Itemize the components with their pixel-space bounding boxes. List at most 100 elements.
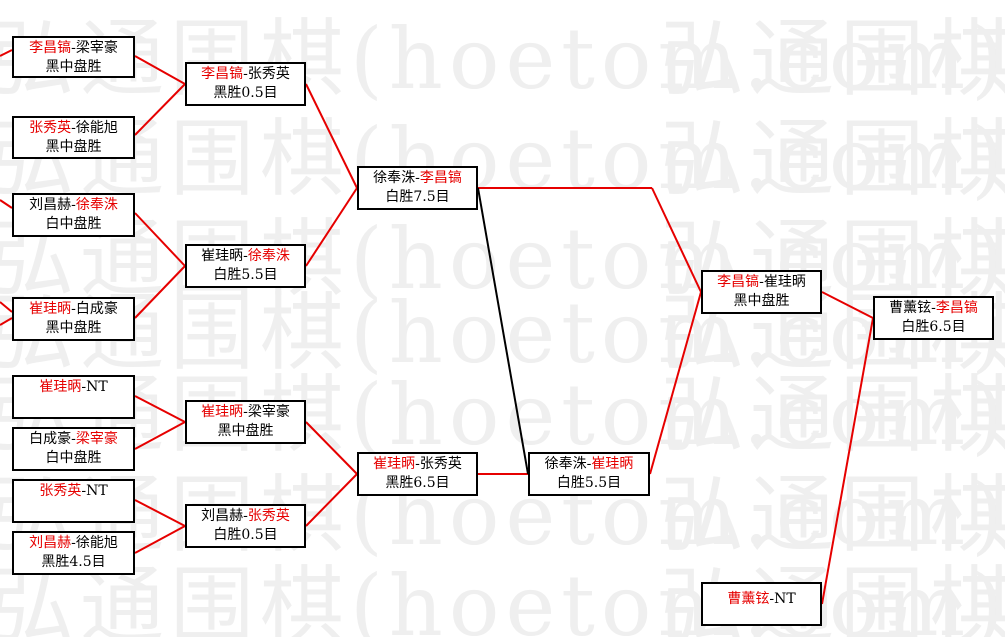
- match-box: 徐奉洙-李昌镐 白胜7.5目: [357, 166, 478, 210]
- player-winner: 李昌镐: [717, 274, 760, 290]
- match-box: 刘昌赫-徐奉洙 白中盘胜: [12, 193, 135, 237]
- match-result: 黑中盘胜: [45, 139, 102, 155]
- match-box: 曹薰铉-李昌镐 白胜6.5目: [873, 296, 994, 340]
- connector-line: [821, 317, 874, 605]
- match-result: 白胜5.5目: [213, 267, 278, 283]
- separator: -: [71, 40, 76, 56]
- match-box: 崔珪昞-张秀英 黑胜6.5目: [357, 452, 478, 496]
- player-winner: 张秀英: [29, 120, 72, 136]
- player-winner: 崔珪昞: [39, 379, 82, 395]
- connector-line: [134, 55, 186, 85]
- match-result: 黑胜4.5目: [41, 554, 106, 570]
- player-winner: 李昌镐: [29, 40, 72, 56]
- separator: -: [243, 248, 248, 264]
- match-box: 李昌镐-张秀英 黑胜0.5目: [185, 62, 306, 106]
- match-box: 崔珪昞-NT: [12, 375, 135, 419]
- match-result: 白胜7.5目: [385, 189, 450, 205]
- connector-line: [134, 83, 186, 136]
- connector-line: [821, 291, 874, 319]
- match-box: 刘昌赫-张秀英 白胜0.5目: [185, 504, 306, 548]
- player: 崔珪昞: [763, 274, 806, 290]
- player: 张秀英: [419, 456, 462, 472]
- separator: -: [243, 508, 248, 524]
- match-box: 白成豪-梁宰豪 白中盘胜: [12, 427, 135, 471]
- player-winner: 张秀英: [247, 508, 290, 524]
- match-result: 黑中盘胜: [45, 59, 102, 75]
- connector-line: [134, 212, 186, 267]
- match-box: 张秀英-徐能旭 黑中盘胜: [12, 116, 135, 159]
- player-winner: 徐奉洙: [75, 197, 118, 213]
- connector-line: [649, 291, 702, 475]
- connector-line: [0, 317, 13, 326]
- connector-line: [134, 421, 186, 450]
- player: 梁宰豪: [75, 40, 118, 56]
- player-winner: 李昌镐: [419, 170, 462, 186]
- separator: -: [71, 120, 76, 136]
- connector-line: [305, 187, 358, 267]
- player: NT: [86, 483, 108, 499]
- connector-line: [134, 499, 186, 527]
- player: 徐能旭: [75, 535, 118, 551]
- separator: -: [81, 483, 87, 499]
- match-result: 白胜0.5目: [213, 527, 278, 543]
- connector-line: [134, 525, 186, 554]
- player-winner: 徐奉洙: [247, 248, 290, 264]
- connector-line: [305, 421, 358, 475]
- match-result: 白胜5.5目: [556, 475, 622, 491]
- match-result: 黑胜0.5目: [213, 85, 278, 101]
- player: NT: [774, 591, 796, 607]
- player-winner: 李昌镐: [935, 300, 978, 316]
- match-result: 白中盘胜: [45, 216, 102, 232]
- match-result: 黑中盘胜: [45, 320, 102, 336]
- match-result: 黑中盘胜: [733, 293, 790, 309]
- player-winner: 崔珪昞: [201, 404, 244, 420]
- player: 徐奉洙: [544, 456, 587, 472]
- separator: -: [586, 456, 592, 472]
- separator: -: [71, 197, 76, 213]
- player: 刘昌赫: [201, 508, 244, 524]
- player-winner: 崔珪昞: [591, 456, 634, 472]
- match-box: 徐奉洙-崔珪昞 白胜5.5目: [528, 452, 650, 496]
- separator: -: [81, 379, 87, 395]
- match-box: 李昌镐-崔珪昞 黑中盘胜: [701, 270, 822, 314]
- separator: -: [243, 404, 248, 420]
- match-box: 崔珪昞-徐奉洙 白胜5.5目: [185, 244, 306, 288]
- player: 白成豪: [75, 301, 118, 317]
- match-result: 黑胜6.5目: [385, 475, 450, 491]
- player: 刘昌赫: [29, 197, 72, 213]
- connector-line: [0, 199, 13, 209]
- connector-line: [134, 395, 186, 423]
- player: 徐奉洙: [373, 170, 416, 186]
- separator: -: [71, 431, 76, 447]
- separator: -: [931, 300, 936, 316]
- match-result: 黑中盘胜: [217, 423, 274, 439]
- player: 徐能旭: [75, 120, 118, 136]
- match-box: 崔珪昞-梁宰豪 黑中盘胜: [185, 400, 306, 444]
- separator: -: [769, 591, 775, 607]
- separator: -: [71, 535, 76, 551]
- player-winner: 李昌镐: [201, 66, 244, 82]
- player-winner: 崔珪昞: [373, 456, 416, 472]
- connector-line: [651, 187, 702, 293]
- match-box: 张秀英-NT: [12, 479, 135, 523]
- match-box: 刘昌赫-徐能旭 黑胜4.5目: [12, 531, 135, 575]
- connector-line: [305, 473, 358, 527]
- match-result: 白中盘胜: [45, 450, 102, 466]
- separator: -: [243, 66, 248, 82]
- player: 张秀英: [247, 66, 290, 82]
- connector-line: [134, 265, 186, 319]
- match-result: 白胜6.5目: [901, 319, 966, 335]
- player-winner: 刘昌赫: [29, 535, 72, 551]
- match-box: 曹薰铉-NT: [701, 582, 822, 626]
- connector-line: [0, 301, 13, 313]
- separator: -: [71, 301, 76, 317]
- match-box: 崔珪昞-白成豪 黑中盘胜: [12, 297, 135, 341]
- player: NT: [86, 379, 108, 395]
- player-winner: 崔珪昞: [29, 301, 72, 317]
- separator: -: [415, 170, 420, 186]
- player-winner: 梁宰豪: [75, 431, 118, 447]
- separator: -: [759, 274, 764, 290]
- player: 梁宰豪: [247, 404, 290, 420]
- connector-line: [305, 83, 358, 189]
